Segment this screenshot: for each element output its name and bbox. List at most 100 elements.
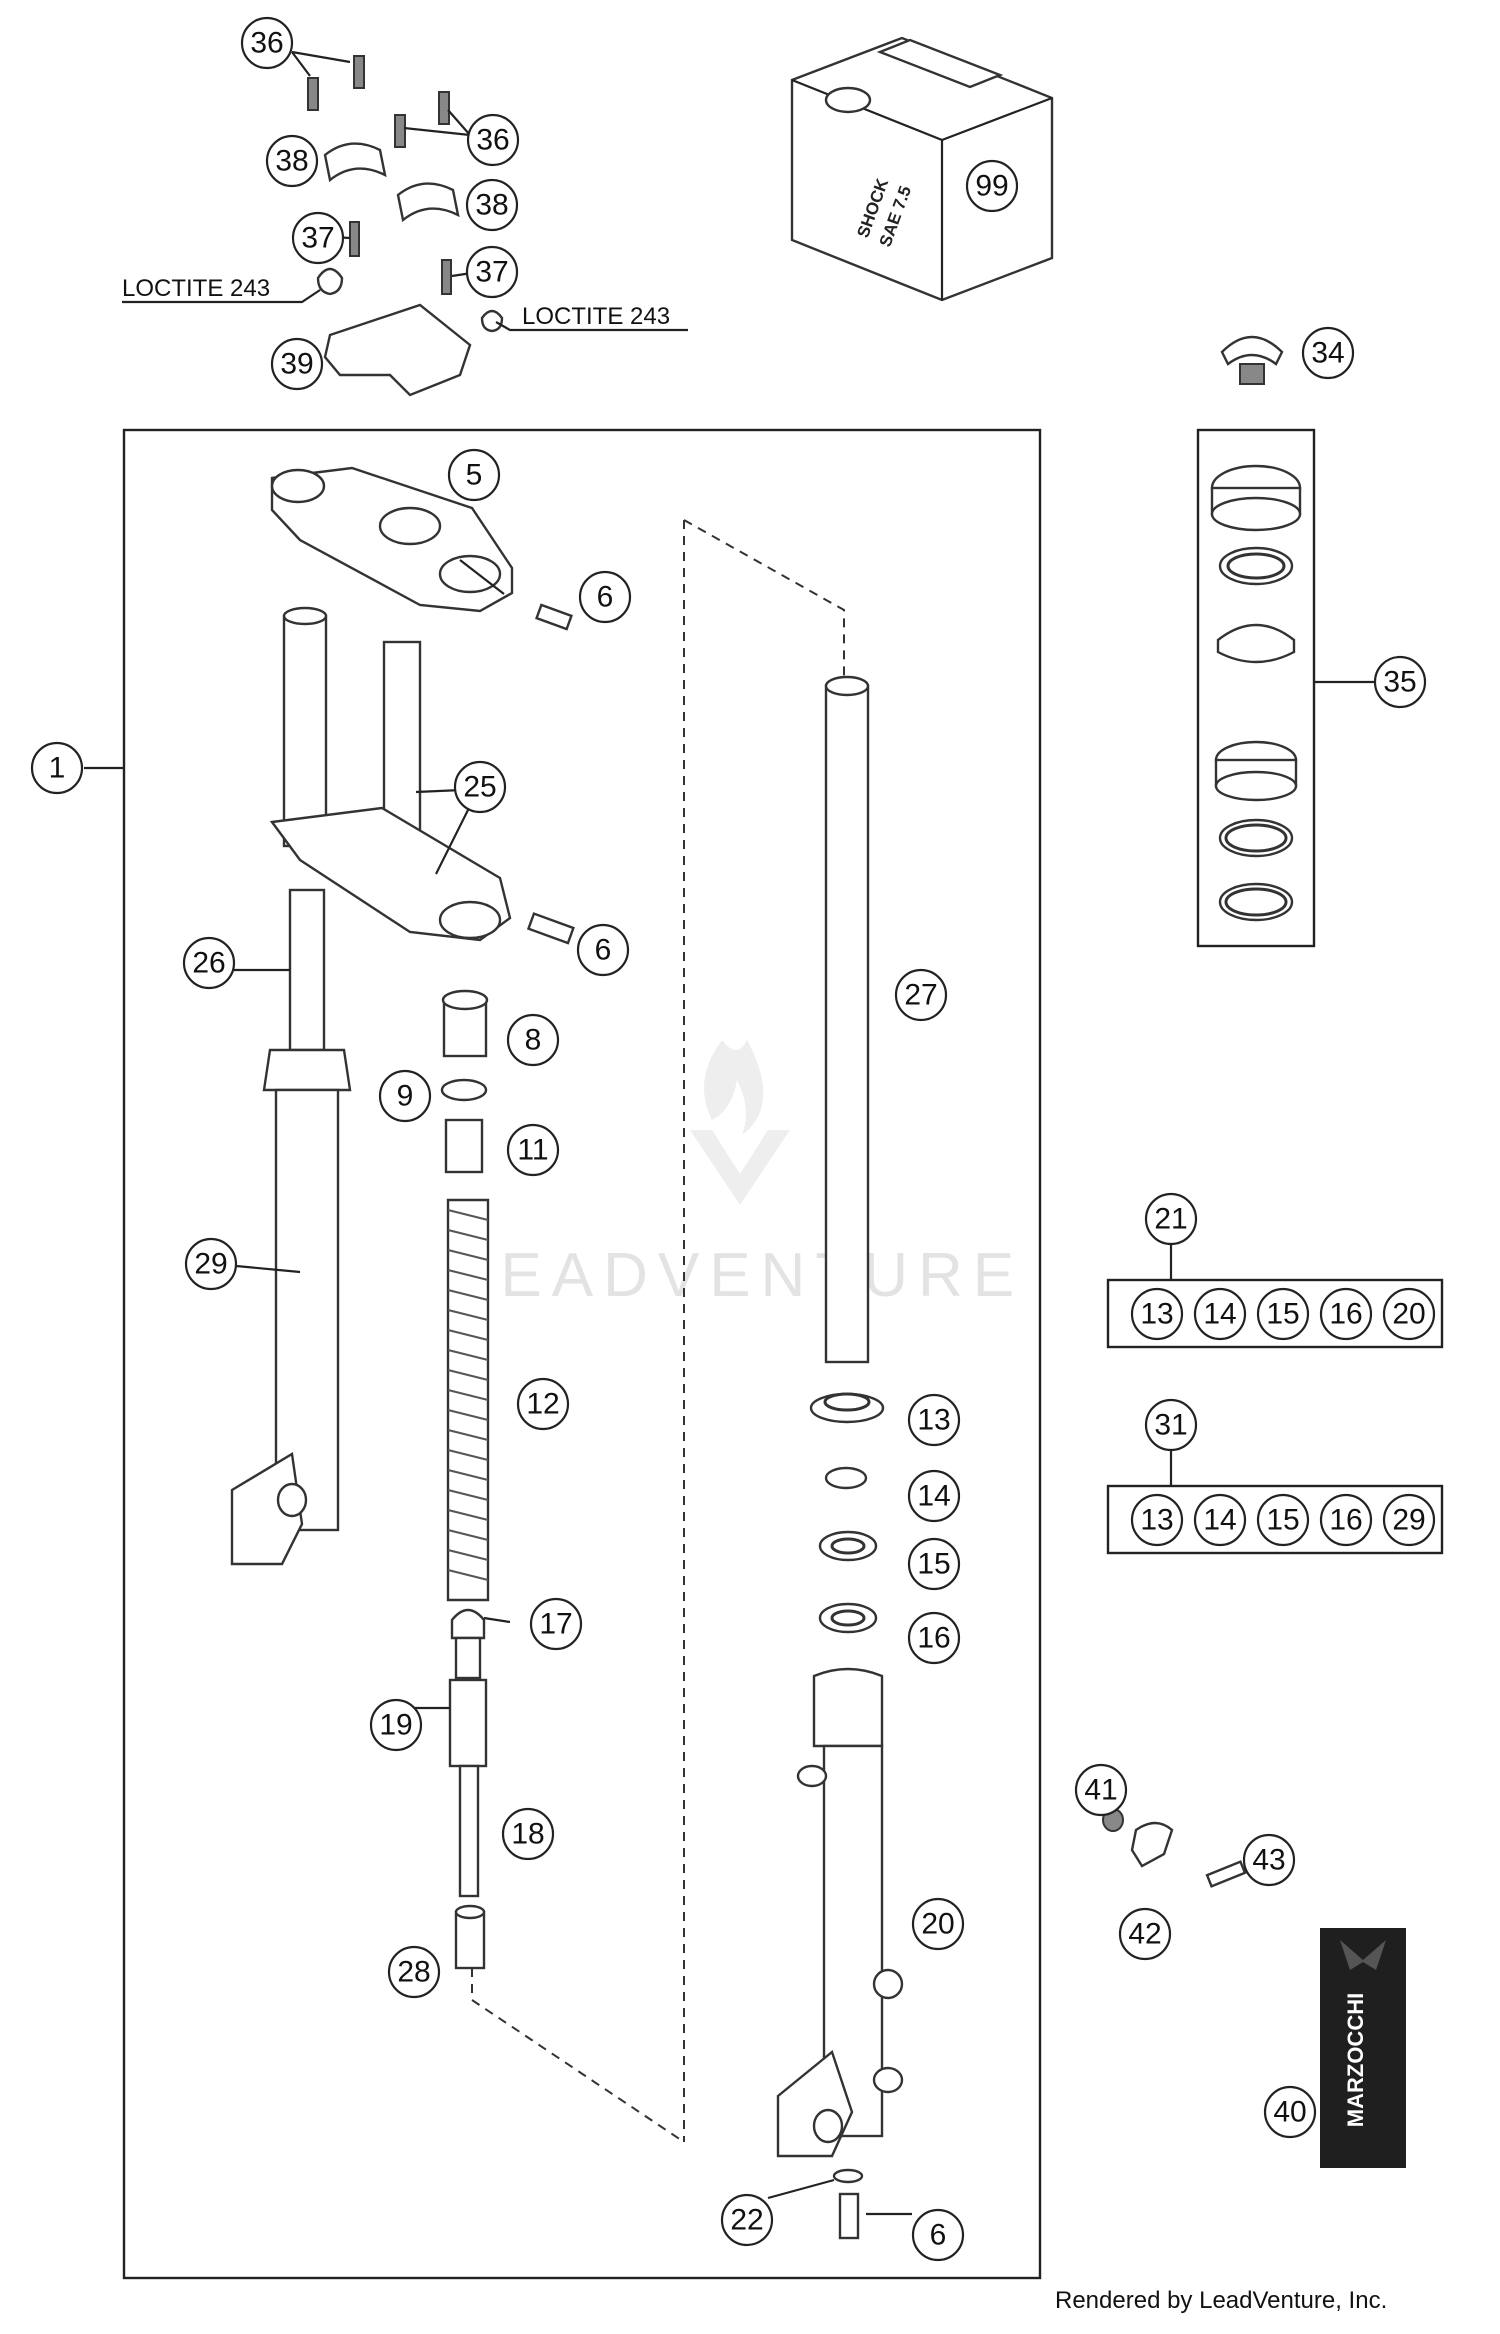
kit-21-item-2: 14 — [1193, 1287, 1247, 1341]
callout-38-a: 38 — [265, 134, 319, 188]
svg-text:43: 43 — [1252, 1844, 1285, 1877]
callout-41: 41 — [1074, 1763, 1128, 1817]
callout-43: 43 — [1242, 1833, 1296, 1887]
render-credit: Rendered by LeadVenture, Inc. — [1055, 2287, 1387, 2314]
svg-text:6: 6 — [930, 2219, 947, 2252]
svg-text:37: 37 — [301, 222, 334, 255]
upper-triple-clamp — [270, 466, 573, 631]
svg-text:14: 14 — [917, 1480, 950, 1513]
callout-27: 27 — [894, 968, 948, 1022]
fork-oil-bottle: SHOCK SAE 7.5 — [790, 36, 1054, 302]
svg-text:36: 36 — [250, 27, 283, 60]
svg-text:1: 1 — [49, 752, 66, 785]
svg-text:15: 15 — [917, 1548, 950, 1581]
kit-21-box — [1106, 1278, 1444, 1349]
svg-text:25: 25 — [463, 771, 496, 804]
callout-9: 9 — [378, 1069, 432, 1123]
callout-16: 16 — [907, 1611, 961, 1665]
callout-11: 11 — [506, 1123, 560, 1177]
fork-assembly-frame — [122, 428, 1042, 2280]
svg-text:34: 34 — [1311, 337, 1344, 370]
svg-text:31: 31 — [1154, 1409, 1187, 1442]
assembly-line-b — [683, 519, 845, 680]
kit-31-item-1: 13 — [1130, 1493, 1184, 1547]
callout-36-b: 36 — [466, 113, 520, 167]
callout-15: 15 — [907, 1537, 961, 1591]
callout-29: 29 — [184, 1237, 238, 1291]
loctite-note-a: LOCTITE 243 — [122, 275, 270, 302]
svg-text:20: 20 — [921, 1908, 954, 1941]
steering-bearing-kit-frame — [1196, 428, 1316, 948]
callout-99: 99 — [965, 159, 1019, 213]
callout-5: 5 — [447, 448, 501, 502]
callout-14: 14 — [907, 1469, 961, 1523]
kit-21-item-1: 13 — [1130, 1287, 1184, 1341]
svg-text:40: 40 — [1273, 2096, 1306, 2129]
kit-31-item-2: 14 — [1193, 1493, 1247, 1547]
watermark: LEADVENTURE — [456, 1040, 1014, 1310]
svg-text:37: 37 — [475, 256, 508, 289]
callout-36-a: 36 — [240, 16, 294, 70]
svg-text:5: 5 — [466, 459, 483, 492]
callout-42: 42 — [1118, 1907, 1172, 1961]
svg-text:16: 16 — [1329, 1298, 1362, 1331]
svg-text:9: 9 — [397, 1080, 414, 1113]
callout-31: 31 — [1144, 1398, 1198, 1452]
svg-text:16: 16 — [1329, 1504, 1362, 1537]
callout-6-c: 6 — [911, 2208, 965, 2262]
left-fork-leg — [84, 606, 575, 1566]
svg-text:6: 6 — [597, 581, 614, 614]
callout-13: 13 — [907, 1393, 961, 1447]
svg-text:41: 41 — [1084, 1774, 1117, 1807]
assembly-line-c — [471, 1968, 685, 2143]
callout-37-b: 37 — [465, 245, 519, 299]
svg-text:22: 22 — [730, 2204, 763, 2237]
svg-text:39: 39 — [280, 348, 313, 381]
svg-text:12: 12 — [526, 1388, 559, 1421]
kit-31-box — [1106, 1484, 1444, 1555]
svg-text:28: 28 — [397, 1956, 430, 1989]
svg-text:11: 11 — [517, 1134, 548, 1167]
damper-internals — [412, 989, 511, 1970]
callout-17: 17 — [529, 1597, 583, 1651]
right-fork-leg — [767, 675, 912, 2240]
marzocchi-badge: MARZOCCHI — [1320, 1928, 1406, 2168]
svg-text:36: 36 — [476, 124, 509, 157]
svg-text:14: 14 — [1203, 1298, 1236, 1331]
svg-text:18: 18 — [511, 1818, 544, 1851]
callout-22: 22 — [720, 2193, 774, 2247]
callout-21: 21 — [1144, 1192, 1198, 1246]
loctite-note-b: LOCTITE 243 — [522, 303, 670, 330]
callout-6-a: 6 — [578, 570, 632, 624]
callout-37-a: 37 — [291, 211, 345, 265]
svg-text:13: 13 — [1140, 1504, 1173, 1537]
svg-text:20: 20 — [1392, 1298, 1425, 1331]
svg-text:29: 29 — [1392, 1504, 1425, 1537]
svg-text:29: 29 — [194, 1248, 227, 1281]
svg-text:42: 42 — [1128, 1918, 1161, 1951]
svg-text:14: 14 — [1203, 1504, 1236, 1537]
kit-31-item-5: 29 — [1382, 1493, 1436, 1547]
svg-text:15: 15 — [1266, 1504, 1299, 1537]
callout-28: 28 — [387, 1945, 441, 1999]
svg-text:13: 13 — [917, 1404, 950, 1437]
svg-text:15: 15 — [1266, 1298, 1299, 1331]
svg-text:8: 8 — [525, 1024, 542, 1057]
callout-34: 34 — [1301, 326, 1355, 380]
callout-6-b: 6 — [576, 923, 630, 977]
callout-40: 40 — [1263, 2085, 1317, 2139]
svg-text:6: 6 — [595, 934, 612, 967]
svg-text:13: 13 — [1140, 1298, 1173, 1331]
kit-21-item-5: 20 — [1382, 1287, 1436, 1341]
kit-21-item-3: 15 — [1256, 1287, 1310, 1341]
cable-guide-hardware — [1102, 1808, 1247, 1888]
callout-20: 20 — [911, 1897, 965, 1951]
callout-35: 35 — [1373, 655, 1427, 709]
callout-8: 8 — [506, 1013, 560, 1067]
kit-21-item-4: 16 — [1319, 1287, 1373, 1341]
svg-text:26: 26 — [192, 947, 225, 980]
svg-text:27: 27 — [904, 979, 937, 1012]
callout-19: 19 — [369, 1698, 423, 1752]
callout-25: 25 — [453, 760, 507, 814]
